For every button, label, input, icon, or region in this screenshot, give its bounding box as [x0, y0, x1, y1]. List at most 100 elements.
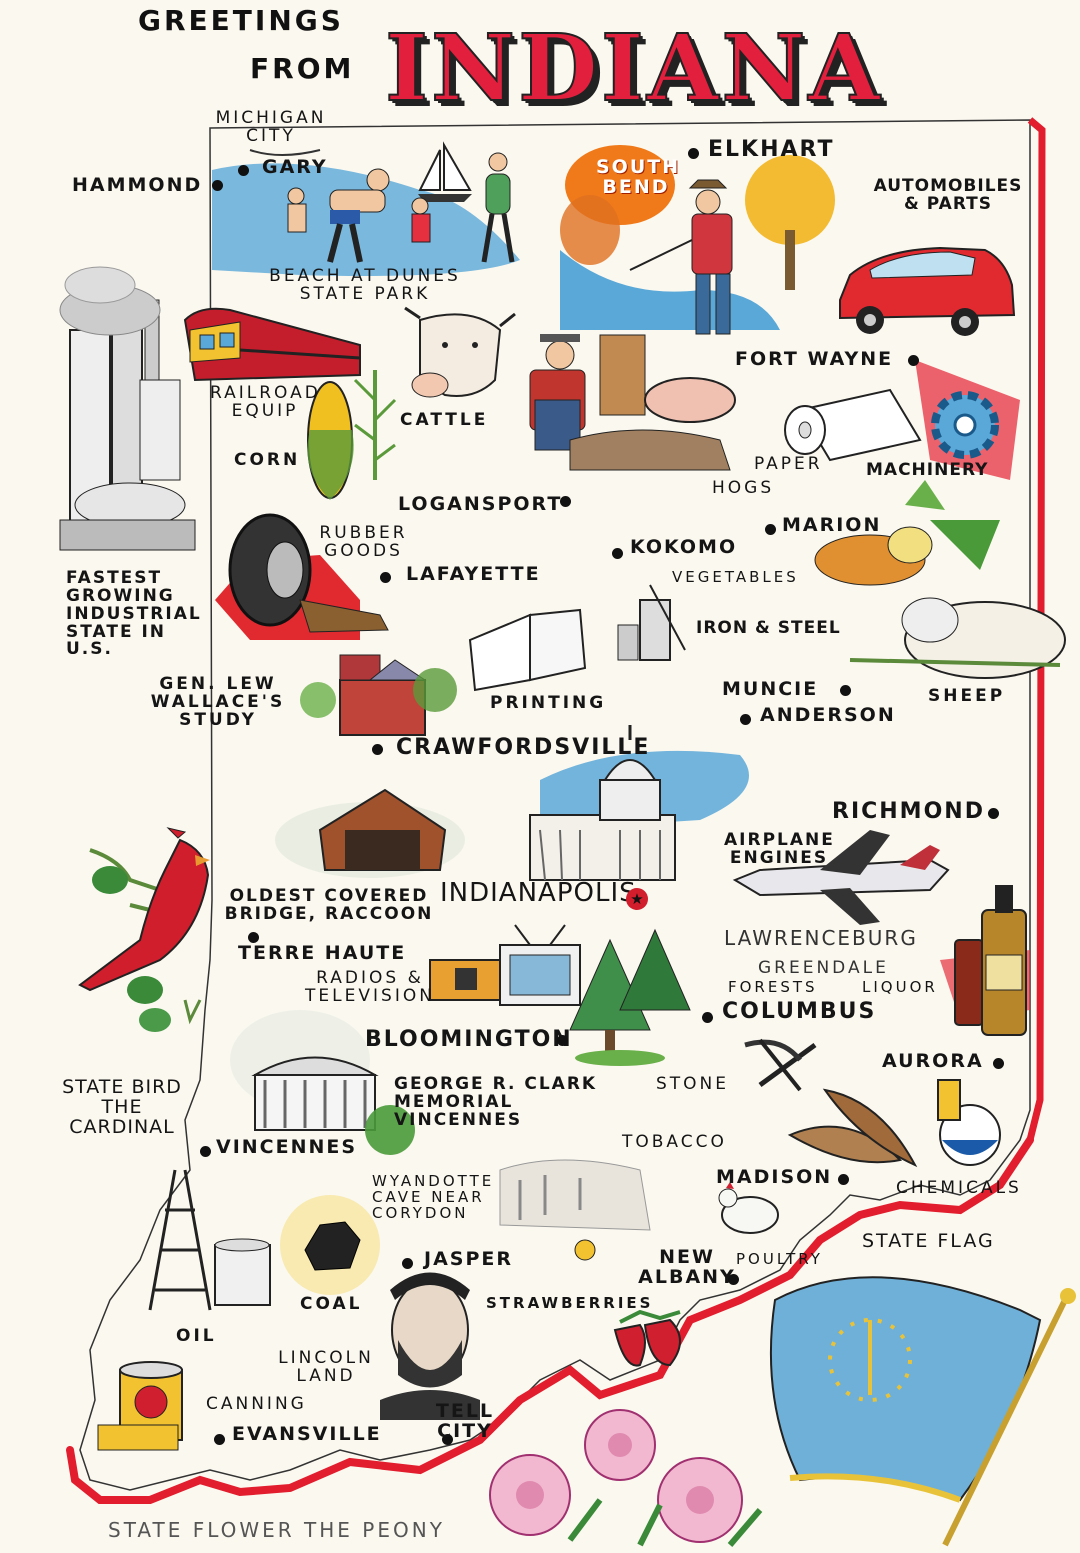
- vegetables-icon: [814, 480, 1000, 586]
- label-state-bird: STATE BIRD THE CARDINAL: [62, 1076, 182, 1138]
- memorial-icon: [230, 1010, 415, 1155]
- factory-icon: [59, 266, 196, 551]
- flag-icon: [769, 1276, 1076, 1547]
- label-cattle: CATTLE: [400, 410, 489, 430]
- label-vegetables: VEGETABLES: [672, 568, 799, 586]
- hammond-dot: [212, 180, 223, 191]
- radio-icon: [429, 924, 581, 1006]
- muncie-dot: [840, 685, 851, 696]
- city-aurora: AURORA: [882, 1050, 984, 1072]
- ohio-river: [66, 1136, 1034, 1504]
- fisherman-icon: [560, 155, 835, 335]
- bathers-icon: [287, 152, 515, 263]
- lake-michigan: [212, 163, 520, 276]
- label-stone: STONE: [656, 1074, 730, 1094]
- airplane-icon: [732, 830, 950, 925]
- pickaxe-icon: [744, 1038, 817, 1092]
- label-tobacco: TOBACCO: [622, 1132, 727, 1152]
- vincennes-dot: [200, 1146, 211, 1157]
- city-gary: GARY: [262, 156, 328, 178]
- liquor-bottle-icon: [940, 885, 1030, 1036]
- from-text: FROM: [250, 52, 355, 85]
- label-hogs: HOGS: [712, 478, 775, 498]
- elkhart-dot: [688, 148, 699, 159]
- label-canning: CANNING: [206, 1394, 307, 1414]
- gary-dot: [238, 165, 249, 176]
- city-kokomo: KOKOMO: [630, 536, 738, 558]
- evansville-dot: [214, 1434, 225, 1445]
- oil-derrick-icon: [148, 1169, 271, 1311]
- label-liquor: LIQUOR: [862, 978, 938, 996]
- steel-furnace-icon: [617, 584, 686, 661]
- city-greendale: GREENDALE: [758, 958, 889, 978]
- covered-bridge-icon: [275, 788, 465, 878]
- crawfordsville-dot: [372, 744, 383, 755]
- label-lincoln: LINCOLN LAND: [278, 1348, 374, 1386]
- label-machinery: MACHINERY: [866, 460, 989, 480]
- cardinal-icon: [78, 827, 210, 1032]
- label-chemicals: CHEMICALS: [896, 1178, 1022, 1198]
- city-elkhart: ELKHART: [708, 137, 835, 162]
- city-fort-wayne: FORT WAYNE: [735, 348, 894, 370]
- cave-icon: [499, 1159, 651, 1261]
- tire-icon: [215, 513, 389, 640]
- label-state-flag: STATE FLAG: [862, 1230, 995, 1252]
- city-anderson: ANDERSON: [760, 704, 896, 726]
- city-richmond: RICHMOND: [832, 799, 985, 824]
- city-logansport: LOGANSPORT: [398, 493, 563, 515]
- label-beach: BEACH AT DUNES STATE PARK: [269, 266, 461, 304]
- city-tell-city: TELL CITY: [435, 1400, 495, 1442]
- label-industrial: FASTEST GROWING INDUSTRIAL STATE IN U.S.: [66, 568, 202, 660]
- peony-icon: [489, 1409, 763, 1547]
- label-wallace: GEN. LEW WALLACE'S STUDY: [150, 674, 286, 730]
- terre-haute-dot: [248, 932, 259, 943]
- city-new-albany: NEW ALBANY: [638, 1246, 736, 1288]
- label-paper: PAPER: [754, 454, 823, 474]
- city-crawfordsville: CRAWFORDSVILLE: [396, 735, 651, 760]
- label-sheep: SHEEP: [928, 686, 1006, 706]
- book-icon: [468, 608, 587, 692]
- sheep-icon: [849, 597, 1066, 679]
- madison-dot: [838, 1174, 849, 1185]
- columbus-dot: [702, 1012, 713, 1023]
- label-airplane: AIRPLANE ENGINES: [724, 830, 835, 868]
- label-coal: COAL: [300, 1294, 363, 1314]
- coal-icon: [280, 1195, 380, 1295]
- fort-wayne-dot: [908, 355, 919, 366]
- label-strawberries: STRAWBERRIES: [486, 1294, 654, 1312]
- cow-icon: [404, 306, 516, 398]
- label-rubber: RUBBER GOODS: [319, 523, 408, 561]
- city-evansville: EVANSVILLE: [232, 1423, 382, 1445]
- city-michigan-city: MICHIGAN CITY: [215, 108, 327, 146]
- study-building-icon: [300, 654, 457, 736]
- kokomo-dot: [612, 548, 623, 559]
- sailboat-icon: [418, 141, 472, 202]
- city-bloomington: BLOOMINGTON: [365, 1027, 573, 1052]
- anderson-dot: [740, 714, 751, 725]
- paper-roll-icon: [784, 388, 922, 462]
- label-radios: RADIOS & TELEVISION: [305, 968, 435, 1006]
- chemical-flask-icon: [937, 1079, 1001, 1166]
- corn-icon: [307, 370, 397, 500]
- bloomington-dot: [557, 1035, 568, 1046]
- label-automobiles: AUTOMOBILES & PARTS: [873, 176, 1023, 214]
- label-corn: CORN: [234, 450, 301, 470]
- logansport-dot: [560, 496, 571, 507]
- city-lawrenceburg: LAWRENCEBURG: [724, 926, 918, 950]
- tobacco-leaf-icon: [787, 1088, 918, 1168]
- city-columbus: COLUMBUS: [722, 999, 877, 1024]
- label-poultry: POULTRY: [736, 1250, 823, 1268]
- new-albany-dot: [728, 1274, 739, 1285]
- capitol-icon: [529, 725, 749, 881]
- label-iron-steel: IRON & STEEL: [696, 618, 841, 638]
- jasper-dot: [402, 1258, 413, 1269]
- aurora-dot: [993, 1058, 1004, 1069]
- train-icon: [183, 307, 361, 382]
- label-forests: FORESTS: [728, 978, 818, 996]
- lincoln-icon: [380, 1272, 480, 1420]
- label-printing: PRINTING: [490, 693, 607, 713]
- city-indianapolis: INDIANAPOLIS: [440, 878, 637, 908]
- city-marion: MARION: [782, 514, 882, 536]
